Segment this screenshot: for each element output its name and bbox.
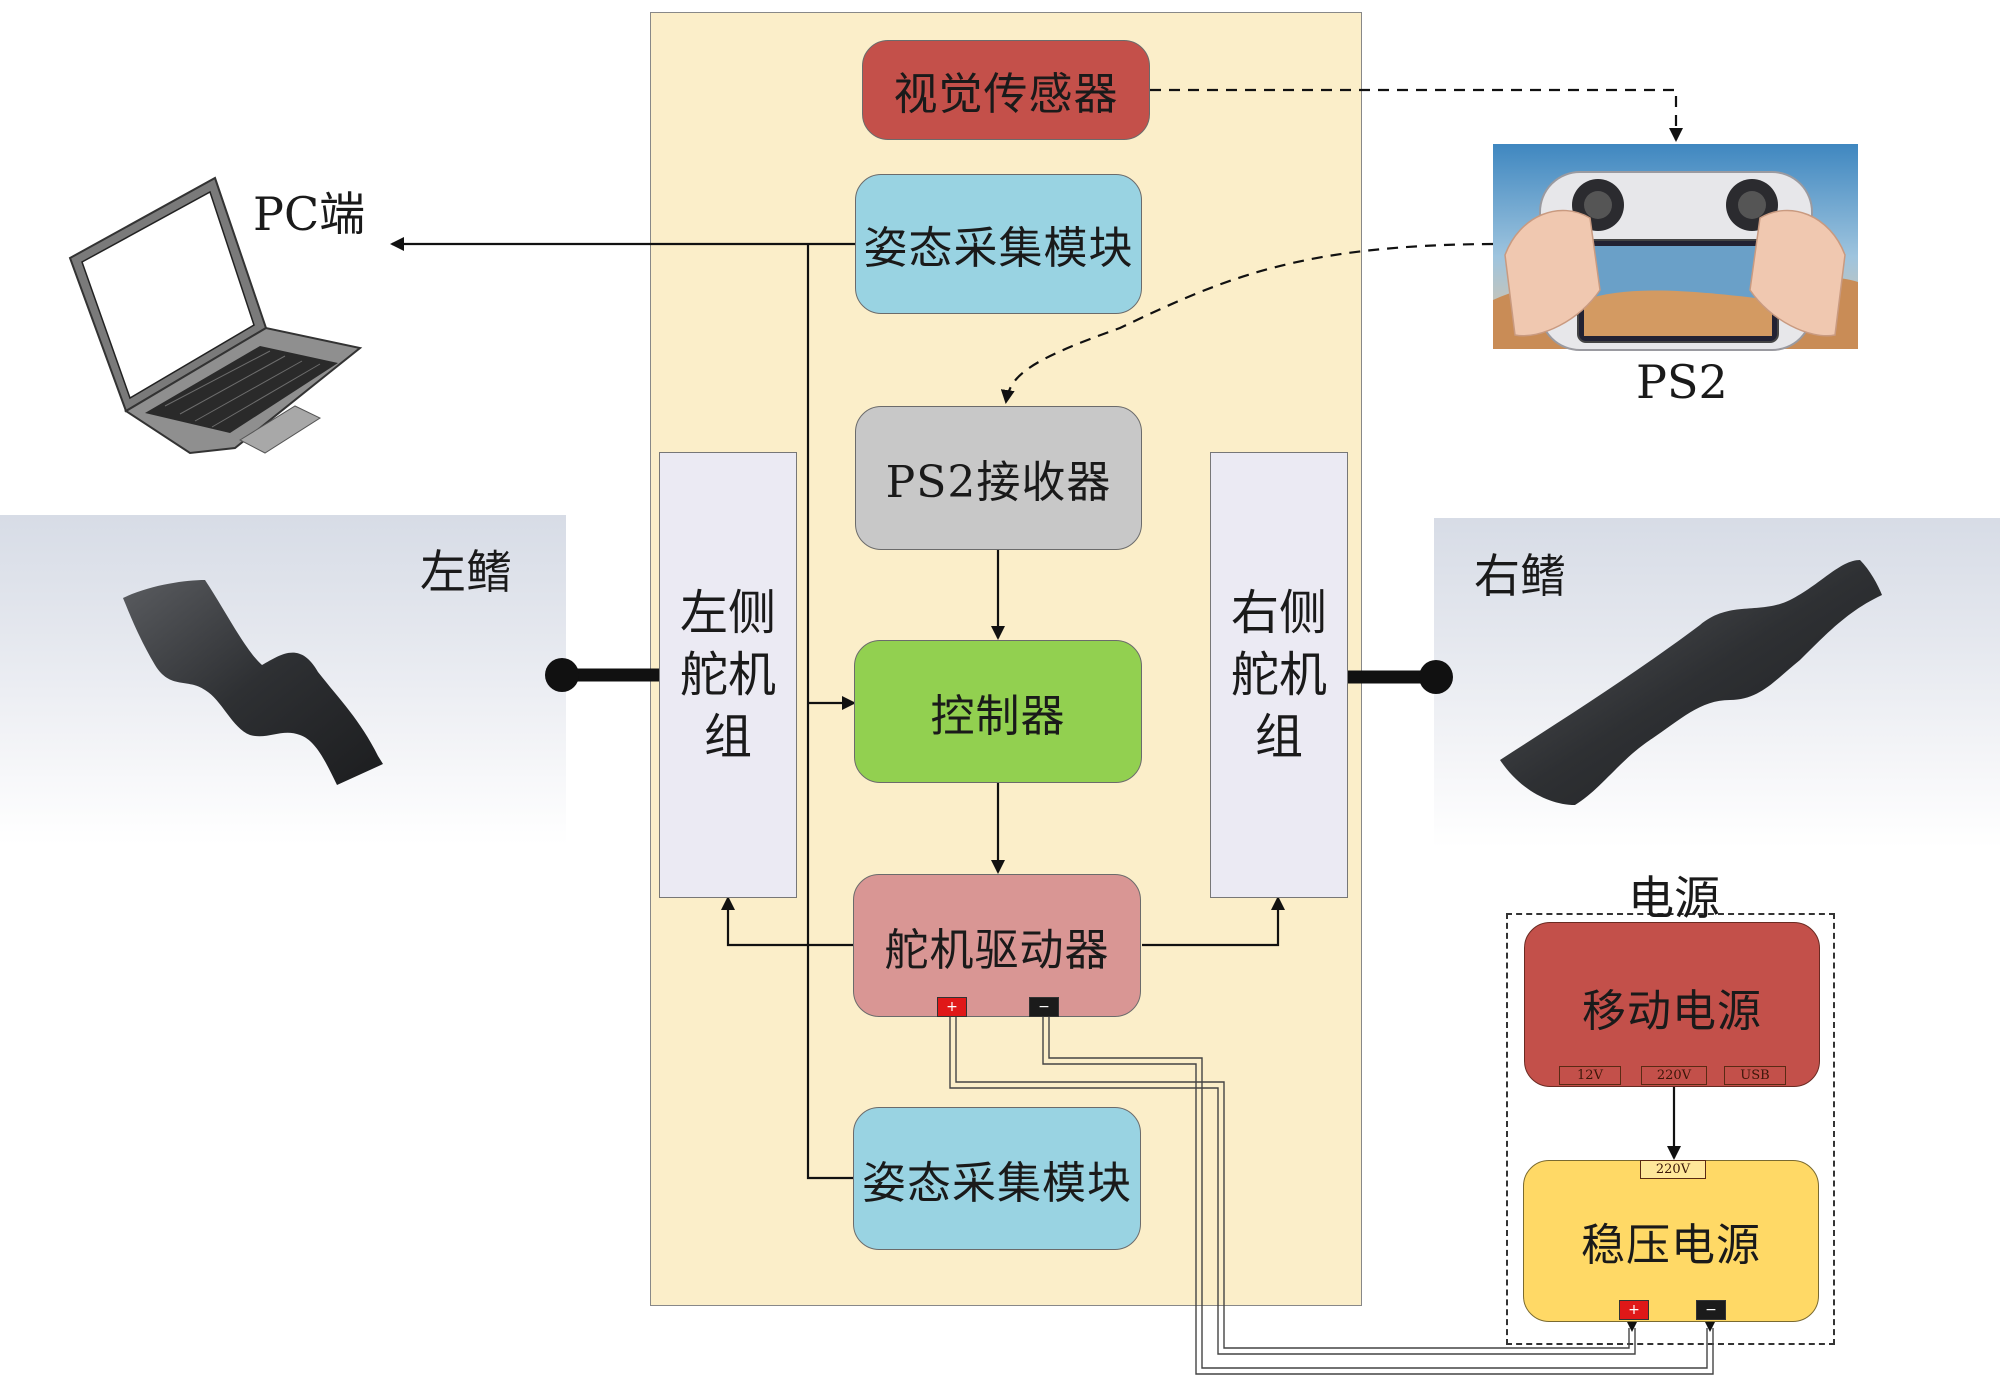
power-wires [949,1017,1714,1375]
ps2-label: PS2 [1636,355,1728,409]
driver-negative-terminal: − [1029,997,1059,1017]
left-fin-icon [123,580,383,785]
left-servo-group: 左侧 舵机 组 [659,452,797,898]
driver-to-right-servo-link [1142,896,1285,947]
attitude-module-bottom: 姿态采集模块 [853,1107,1141,1250]
attitude-bus [806,244,856,1180]
right-servo-group-label: 右侧 舵机 组 [1230,585,1327,765]
right-servo-group: 右侧 舵机 组 [1210,452,1348,898]
mobile-power-label: 移动电源 [1582,986,1762,1037]
vision-sensor-block: 视觉传感器 [862,40,1150,140]
port-12v: 12V [1559,1066,1621,1085]
port-usb: USB [1724,1066,1786,1085]
left-fin-label: 左鳍 [420,545,512,599]
pc-label: PC端 [253,187,366,241]
regulated-input-port: 220V [1640,1160,1706,1179]
ps2-receiver-block: PS2接收器 [855,406,1142,550]
attitude-module-top: 姿态采集模块 [855,174,1142,314]
controller-block: 控制器 [854,640,1142,783]
gamepad-photo-icon [1493,144,1858,351]
regulated-negative-terminal: − [1696,1300,1726,1320]
regulated-power-block: 稳压电源 [1523,1160,1819,1322]
port-220v: 220V [1641,1066,1707,1085]
driver-positive-terminal: + [937,997,967,1017]
ps2-to-receiver-link [1000,242,1494,404]
regulated-positive-terminal: + [1619,1300,1649,1320]
right-fin-label: 右鳍 [1474,549,1566,603]
right-fin-icon [1500,560,1882,805]
driver-to-left-servo-link [721,896,854,947]
left-servo-group-label: 左侧 舵机 组 [679,585,776,765]
laptop-icon [68,176,363,455]
power-title: 电源 [1628,871,1720,925]
servo-driver-block: 舵机驱动器 [853,874,1141,1017]
power-frame [1506,913,1835,1345]
left-servo-joint [545,658,579,692]
vision-to-ps2-link [1150,88,1683,142]
right-servo-joint [1419,660,1453,694]
mobile-power-block: 移动电源 [1524,922,1820,1087]
